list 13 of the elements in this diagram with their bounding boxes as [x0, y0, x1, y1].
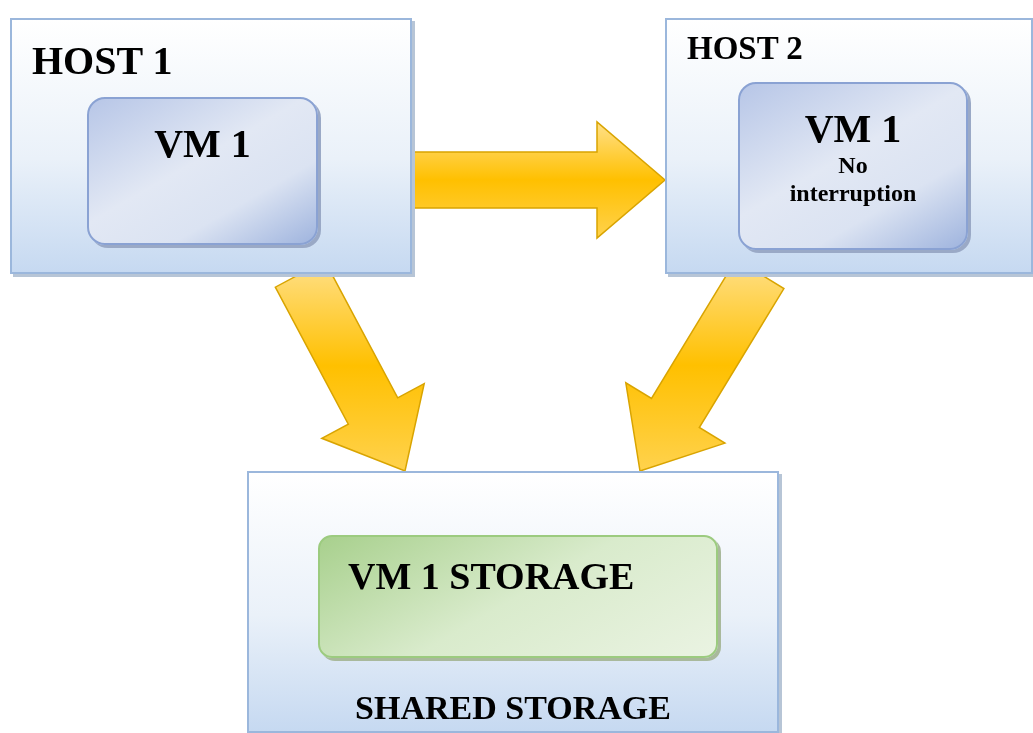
- storage-box: [318, 535, 718, 658]
- host-panel: [665, 18, 1033, 274]
- host-label: HOST 2: [687, 30, 803, 68]
- vm-label: VM 1: [154, 121, 251, 167]
- vm-label: VM 1: [804, 106, 902, 152]
- storage-label: SHARED STORAGE: [355, 687, 671, 727]
- vm-box: [87, 97, 318, 245]
- vm-box: [738, 82, 968, 250]
- host-label: HOST 1: [32, 38, 173, 84]
- storage-panel: [247, 471, 779, 733]
- status-note: No interruption: [788, 152, 918, 208]
- host-panel: [10, 18, 412, 274]
- storage-label: VM 1 STORAGE: [348, 555, 635, 599]
